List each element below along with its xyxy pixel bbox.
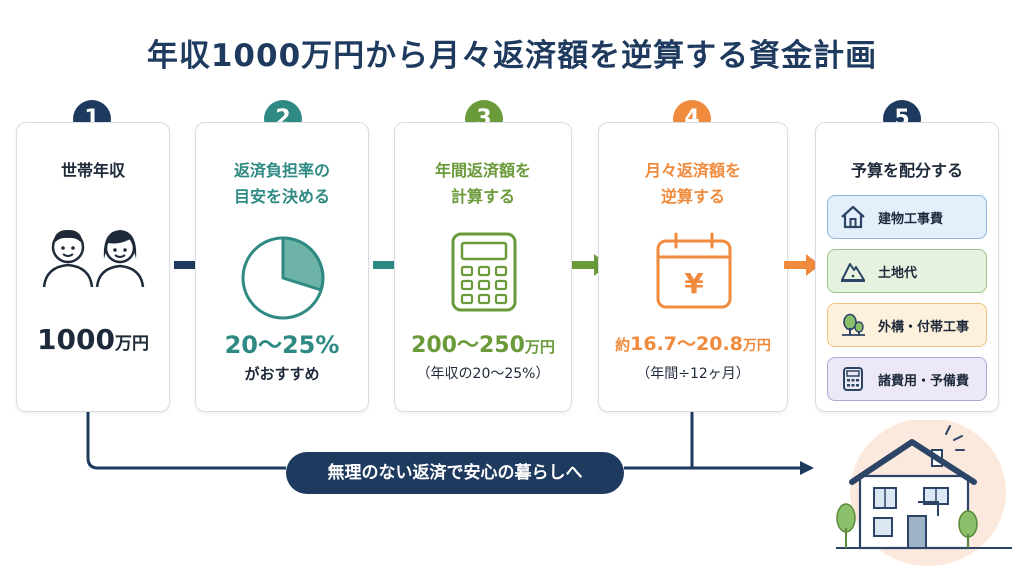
step-3-title-line-1: 年間返済額を xyxy=(434,161,531,180)
tree-icon xyxy=(842,313,865,336)
step-3-value-number: 200〜250 xyxy=(411,333,525,358)
step-2-card: 返済負担率の 目安を決める 20〜25% がおすすめ xyxy=(195,122,369,412)
land-icon xyxy=(841,263,865,282)
allocation-land-label: 土地代 xyxy=(878,265,918,281)
allocation-building: 建物工事費 xyxy=(827,195,987,239)
message-banner: 無理のない返済で安心の暮らしへ xyxy=(286,452,624,494)
step-1-value-unit: 万円 xyxy=(114,334,149,354)
step-1-card: 世帯年収 1000万円 xyxy=(16,122,170,412)
arrow-right-icon xyxy=(784,254,820,276)
step-4-value: 約16.7〜20.8万円 xyxy=(599,329,787,356)
step-4-value-prefix: 約 xyxy=(615,336,631,354)
step-3-note: （年収の20〜25%） xyxy=(416,366,550,382)
step-1-value: 1000万円 xyxy=(17,323,169,356)
step-4-value-unit: 万円 xyxy=(742,338,771,354)
house-illustration-icon xyxy=(836,420,1012,566)
step-4-title-line-1: 月々返済額を xyxy=(644,161,741,180)
step-2-title-line-1: 返済負担率の xyxy=(233,161,330,180)
allocation-misc: 諸費用・予備費 xyxy=(827,357,987,401)
step-1-value-number: 1000 xyxy=(37,323,115,356)
step-4-note: （年間÷12ヶ月） xyxy=(636,366,750,382)
step-3-card: 年間返済額を 計算する 200〜250万円 （年収の20〜25%） xyxy=(394,122,572,412)
step-2-title-line-2: 目安を決める xyxy=(233,187,330,206)
house-outline-icon xyxy=(841,205,865,229)
yen-calendar-icon: ¥ xyxy=(656,232,732,309)
allocation-land: 土地代 xyxy=(827,249,987,293)
step-1-title: 世帯年収 xyxy=(60,161,125,180)
pie-chart-icon xyxy=(241,236,325,320)
couple-icon xyxy=(42,229,145,288)
step-4-value-number: 16.7〜20.8 xyxy=(630,333,743,355)
step-3-value: 200〜250万円 xyxy=(395,327,571,359)
yen-glyph: ¥ xyxy=(684,267,704,300)
step-2-note: がおすすめ xyxy=(244,365,320,383)
allocation-exterior-label: 外構・付帯工事 xyxy=(878,319,970,335)
step-5-title: 予算を配分する xyxy=(850,161,963,180)
step-2-value: 20〜25% xyxy=(224,331,340,359)
calculator-small-icon xyxy=(843,367,863,391)
step-3-value-unit: 万円 xyxy=(524,338,555,356)
step-4-title-line-2: 逆算する xyxy=(660,187,725,206)
calculator-icon xyxy=(451,232,517,312)
page-title: 年収1000万円から月々返済額を逆算する資金計画 xyxy=(146,38,878,74)
allocation-misc-label: 諸費用・予備費 xyxy=(878,373,970,389)
step-4-card: 月々返済額を 逆算する ¥ 約16.7〜20.8万円 （年間÷12ヶ月） xyxy=(598,122,788,412)
allocation-building-label: 建物工事費 xyxy=(878,211,944,227)
allocation-exterior: 外構・付帯工事 xyxy=(827,303,987,347)
step-3-title-line-2: 計算する xyxy=(450,187,515,206)
